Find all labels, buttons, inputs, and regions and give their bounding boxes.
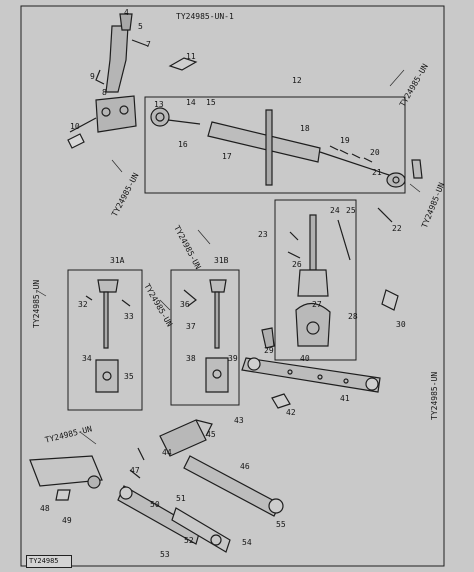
callout: 49 <box>62 516 72 525</box>
callout: 10 <box>70 122 80 131</box>
callout: 41 <box>340 394 350 403</box>
figure-id-text: TY24985 <box>29 557 59 565</box>
callout: 53 <box>160 550 170 559</box>
callout: 29 <box>264 346 274 355</box>
callout: 35 <box>124 372 134 381</box>
callout: 17 <box>222 152 232 161</box>
callout: 39 <box>228 354 238 363</box>
callout: 5 <box>138 22 143 31</box>
callout: 54 <box>242 538 252 547</box>
callout: 16 <box>178 140 188 149</box>
callout: 23 <box>258 230 268 239</box>
callout: 27 <box>312 300 322 309</box>
box-mid-31b <box>170 269 240 406</box>
callout: 22 <box>392 224 402 233</box>
callout: 40 <box>300 354 310 363</box>
ref-tag-right-lower: TY24985-UN <box>430 371 439 420</box>
callout: 48 <box>40 504 50 513</box>
box-right-assembly <box>274 199 357 361</box>
callout: 38 <box>186 354 196 363</box>
figure-id-stamp: TY24985 <box>26 555 72 568</box>
callout: 36 <box>180 300 190 309</box>
top-link-assembly <box>150 57 423 188</box>
lower-link-assembly <box>29 419 284 553</box>
callout: 31A <box>110 256 125 265</box>
callout: 24 <box>330 206 340 215</box>
upper-left-bracket-assembly <box>67 13 149 149</box>
callout: 20 <box>370 148 380 157</box>
callout: 12 <box>292 76 302 85</box>
callout: 14 <box>186 98 196 107</box>
callout: 11 <box>186 52 196 61</box>
callout: 55 <box>276 520 286 529</box>
callout: 33 <box>124 312 134 321</box>
callout: 34 <box>82 354 92 363</box>
box-31b-parts <box>183 279 229 393</box>
callout: 44 <box>162 448 172 457</box>
outer-frame <box>20 5 445 567</box>
lift-link <box>241 327 381 409</box>
box-top-link <box>144 96 406 194</box>
box-31a-parts <box>85 279 131 393</box>
callout: 25 <box>346 206 356 215</box>
callout: 19 <box>340 136 350 145</box>
callout: 31B <box>214 256 229 265</box>
callout: 51 <box>176 494 186 503</box>
leader-lines <box>35 69 421 445</box>
callout: 15 <box>206 98 216 107</box>
callout: 13 <box>154 100 164 109</box>
callout: 18 <box>300 124 310 133</box>
ref-tag-top: TY24985-UN-1 <box>176 12 234 21</box>
callout: 32 <box>78 300 88 309</box>
ref-tag-left-side: TY24985-UN <box>32 279 41 328</box>
callout: 47 <box>130 466 140 475</box>
callout: 37 <box>186 322 196 331</box>
callout: 4 <box>124 8 129 17</box>
callout: 28 <box>348 312 358 321</box>
callout: 9 <box>90 72 95 81</box>
callout: 46 <box>240 462 250 471</box>
box-left-31a <box>67 269 143 411</box>
right-assembly <box>287 207 399 347</box>
callout: 45 <box>206 430 216 439</box>
callout: 30 <box>396 320 406 329</box>
callout: 50 <box>150 500 160 509</box>
callout: 26 <box>292 260 302 269</box>
callout: 43 <box>234 416 244 425</box>
callout: 52 <box>184 536 194 545</box>
callout: 7 <box>146 40 151 49</box>
callout: 8 <box>102 88 107 97</box>
callout: 21 <box>372 168 382 177</box>
callout: 42 <box>286 408 296 417</box>
